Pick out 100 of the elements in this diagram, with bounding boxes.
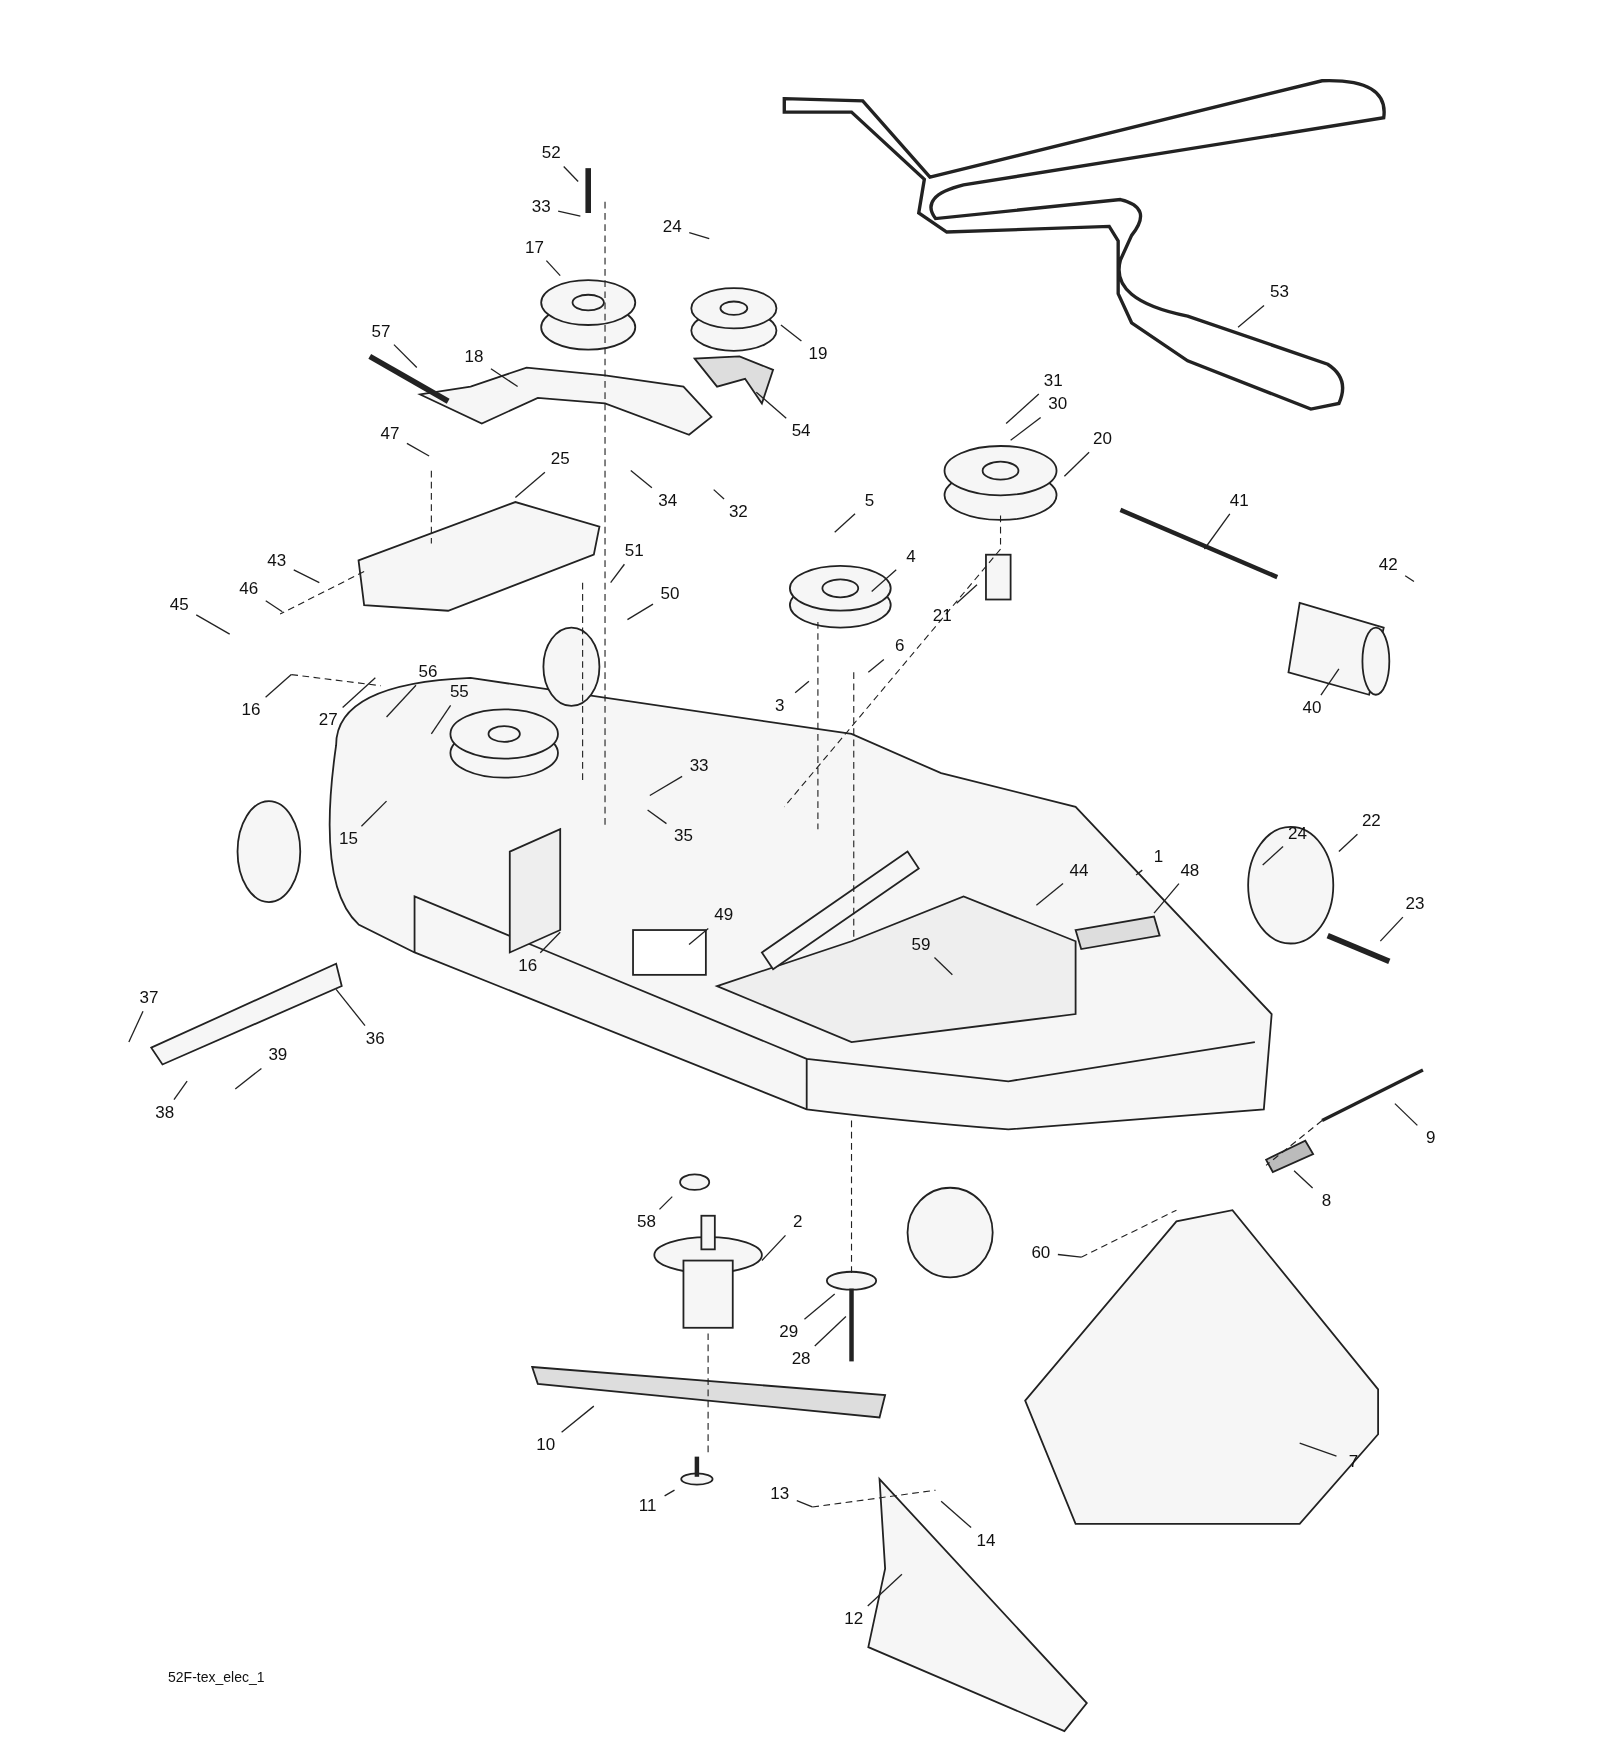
callout-number: 25 [546, 449, 575, 470]
callout-number: 41 [1225, 490, 1254, 511]
leader-line [335, 988, 366, 1027]
leader-line [195, 614, 231, 635]
leader-line [1293, 1170, 1314, 1189]
leader-line [234, 1067, 263, 1090]
callout-number: 10 [531, 1435, 560, 1456]
callout-number: 16 [513, 955, 542, 976]
callout-number: 28 [787, 1349, 816, 1370]
callout-number: 3 [765, 695, 794, 716]
callout-number: 54 [787, 421, 816, 442]
callout-number: 46 [234, 579, 263, 600]
leader-line [803, 1293, 836, 1320]
leader-line [1299, 1442, 1338, 1457]
callout-number: 40 [1298, 698, 1326, 719]
leader-line [658, 1195, 673, 1210]
leader-line [128, 1010, 144, 1043]
leader-line [1237, 304, 1265, 328]
callout-number: 52 [537, 143, 566, 164]
leader-line [780, 324, 803, 342]
leader-line [688, 927, 709, 946]
callout-number: 22 [1357, 811, 1386, 832]
leader-line [796, 1499, 813, 1508]
callout-number: 47 [375, 423, 404, 444]
callout-number: 21 [928, 606, 957, 627]
callout-number: 12 [839, 1609, 868, 1629]
callout-number: 11 [633, 1495, 662, 1516]
leader-line [1203, 513, 1231, 550]
leader-line [557, 210, 582, 217]
callout-number: 55 [445, 682, 474, 703]
leader-line [761, 1234, 787, 1262]
leader-line [956, 584, 978, 604]
callout-number: 38 [150, 1102, 179, 1123]
leader-line [1009, 416, 1042, 441]
leader-line [871, 569, 897, 593]
leader-line [646, 809, 668, 825]
callout-number: 14 [971, 1530, 1000, 1551]
callout-number: 35 [669, 825, 698, 846]
callout-number: 9 [1416, 1128, 1445, 1149]
leader-line [1005, 393, 1040, 425]
callout-number: 36 [361, 1028, 390, 1049]
leader-line [834, 513, 856, 533]
callout-number: 32 [724, 502, 753, 522]
leader-line [1035, 882, 1064, 906]
leader-line [1394, 1102, 1418, 1126]
leader-line [663, 1489, 676, 1497]
callout-number: 53 [1265, 282, 1294, 303]
callout-number: 30 [1043, 394, 1072, 415]
callout-number: 6 [885, 636, 914, 657]
leader-line [794, 680, 810, 694]
leader-line [610, 563, 626, 584]
callout-number: 58 [632, 1212, 661, 1233]
callout-number: 60 [1026, 1242, 1055, 1263]
leader-line [360, 800, 388, 827]
leader-line [867, 658, 885, 673]
callout-number: 49 [709, 905, 738, 926]
leader-line [626, 603, 654, 621]
leader-line [940, 1500, 972, 1529]
drawing-code: 52F-tex_elec_1 [168, 1669, 265, 1686]
callout-number: 34 [653, 490, 682, 511]
callout-number: 4 [896, 546, 925, 567]
leader-line [563, 165, 579, 183]
leader-line [342, 677, 376, 709]
callout-number: 13 [765, 1483, 794, 1504]
callout-number: 19 [803, 344, 832, 365]
callout-number: 24 [1283, 823, 1312, 844]
callout-number: 33 [527, 197, 556, 218]
leader-line [1153, 882, 1180, 914]
leader-line [393, 344, 418, 369]
leader-line [867, 1573, 903, 1607]
callout-number: 23 [1401, 894, 1430, 915]
callout-number: 51 [620, 541, 649, 562]
leader-line [1338, 833, 1359, 853]
leader-line [560, 1405, 595, 1433]
leader-line [755, 391, 787, 419]
callout-number: 31 [1039, 370, 1068, 391]
leader-line [933, 956, 953, 976]
leader-line [265, 600, 283, 613]
leader-line [490, 368, 519, 388]
leader-line [385, 684, 417, 718]
callout-number: 45 [165, 595, 194, 615]
callout-number: 16 [236, 700, 265, 721]
callout-number: 29 [774, 1322, 803, 1343]
leader-line [1063, 451, 1090, 477]
leader-line [264, 673, 292, 698]
leader-line [173, 1080, 188, 1101]
leader-line [1404, 575, 1415, 583]
callout-number: 17 [520, 237, 549, 258]
callout-number: 39 [263, 1045, 292, 1066]
callout-number: 8 [1312, 1191, 1341, 1212]
callout-number: 33 [685, 756, 714, 777]
leader-line [1379, 916, 1404, 942]
callout-number: 37 [135, 988, 163, 1009]
leader-line [430, 704, 452, 735]
leader-line [539, 931, 561, 954]
leader-line [293, 569, 320, 584]
callout-number: 5 [855, 490, 884, 511]
callout-number: 1 [1144, 847, 1173, 868]
leader-line [545, 259, 561, 277]
callout-number: 44 [1064, 860, 1093, 881]
